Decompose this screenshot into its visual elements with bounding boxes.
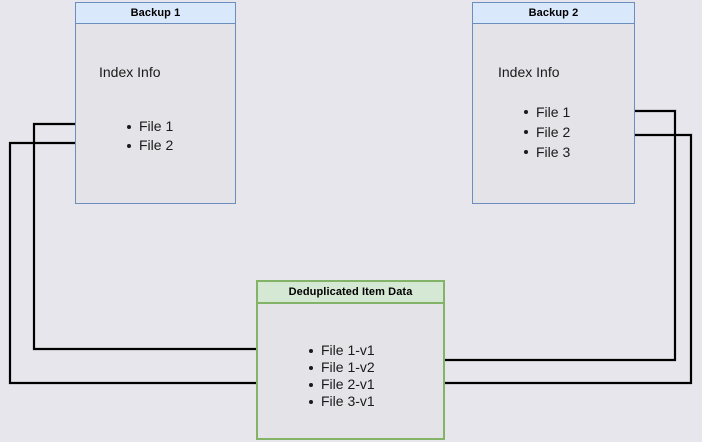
backup1-index-label: Index Info <box>99 64 161 80</box>
dedup-item[interactable]: File 3-v1 <box>307 393 375 410</box>
backup2-file-item[interactable]: File 2 <box>522 122 570 142</box>
backup2-file-item[interactable]: File 1 <box>522 102 570 122</box>
dedup-item[interactable]: File 2-v1 <box>307 376 375 393</box>
dedup-title: Deduplicated Item Data <box>258 282 443 304</box>
backup1-file-item[interactable]: File 1 <box>125 117 173 136</box>
dedup-item[interactable]: File 1-v1 <box>307 342 375 359</box>
backup1-file-list: File 1 File 2 <box>125 117 173 155</box>
deduplicated-item-data-box[interactable]: Deduplicated Item Data File 1-v1 File 1-… <box>256 280 445 440</box>
backup2-body: Index Info File 1 File 2 File 3 <box>473 24 634 203</box>
backup1-file-item[interactable]: File 2 <box>125 136 173 155</box>
backup2-title: Backup 2 <box>473 3 634 24</box>
backup1-box[interactable]: Backup 1 Index Info File 1 File 2 <box>75 2 236 204</box>
dedup-item-list: File 1-v1 File 1-v2 File 2-v1 File 3-v1 <box>307 342 375 410</box>
dedup-item[interactable]: File 1-v2 <box>307 359 375 376</box>
backup1-body: Index Info File 1 File 2 <box>76 24 235 203</box>
backup2-box[interactable]: Backup 2 Index Info File 1 File 2 File 3 <box>472 2 635 204</box>
backup1-title: Backup 1 <box>76 3 235 24</box>
dedup-body: File 1-v1 File 1-v2 File 2-v1 File 3-v1 <box>258 304 443 438</box>
backup2-file-item[interactable]: File 3 <box>522 142 570 162</box>
backup2-index-label: Index Info <box>498 64 560 80</box>
backup2-file-list: File 1 File 2 File 3 <box>522 102 570 162</box>
